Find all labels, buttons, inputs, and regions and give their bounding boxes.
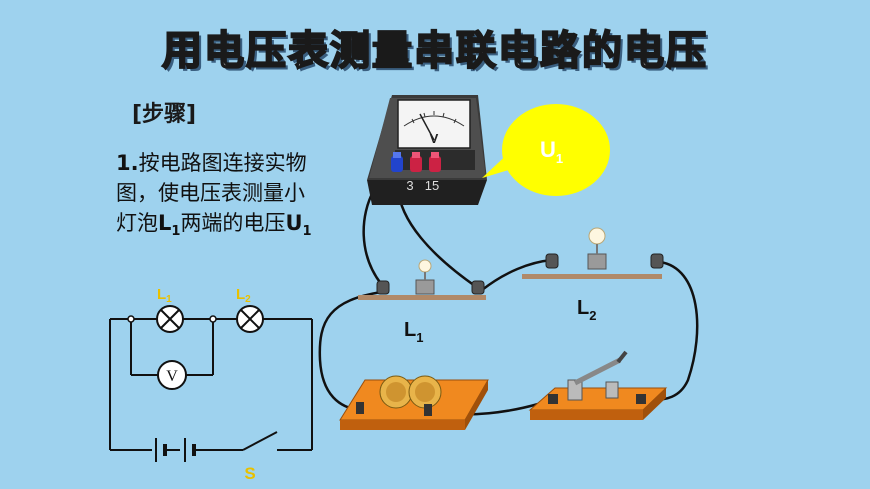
step-lamp-symbol: L1 [158,211,181,240]
step-voltage-symbol: U1 [285,211,312,240]
svg-text:V: V [430,131,439,146]
step-heading: [步骤] [132,102,197,127]
lamp-l2-board [522,227,664,279]
terminal-3v [410,152,422,172]
junction-dot [127,315,135,323]
voltage-callout: U1 [482,104,610,196]
label-l2: L2 [577,297,596,323]
junction-dot [209,315,217,323]
schematic-lamp-l1 [156,305,184,333]
schematic-label-l1: L1 [157,286,172,305]
voltmeter-needle [419,113,435,141]
svg-text:V: V [166,368,178,385]
circuit-wires [318,187,699,416]
schematic-diagram [109,318,313,462]
step-line-1: 按电路图连接实物 [138,151,307,175]
terminal-label-3: 3 [406,178,413,193]
terminal-15v [429,152,441,172]
step-line-2: 图，使电压表测量小 [116,181,305,205]
label-l1: L1 [404,319,423,345]
step-instruction: 1.按电路图连接实物 图，使电压表测量小 灯泡L1两端的电压U1 [116,148,376,247]
terminal-negative [391,152,403,172]
step-number: 1. [116,151,139,175]
step-line-3b: 两端的电压 [180,211,286,235]
knife-switch [528,350,668,420]
schematic-label-switch: S [244,464,255,483]
callout-label-u1: U1 [540,137,563,166]
lamp-l1-board [358,259,486,300]
schematic-lamp-l2 [236,305,264,333]
schematic-label-l2: L2 [236,286,251,305]
battery-holder [339,375,489,430]
voltmeter-device: V 3 15 [367,95,487,205]
terminal-label-15: 15 [425,178,439,193]
page-title: 用电压表测量串联电路的电压 [161,27,708,75]
schematic-voltmeter: V [157,360,187,390]
step-line-3a: 灯泡 [116,211,158,235]
